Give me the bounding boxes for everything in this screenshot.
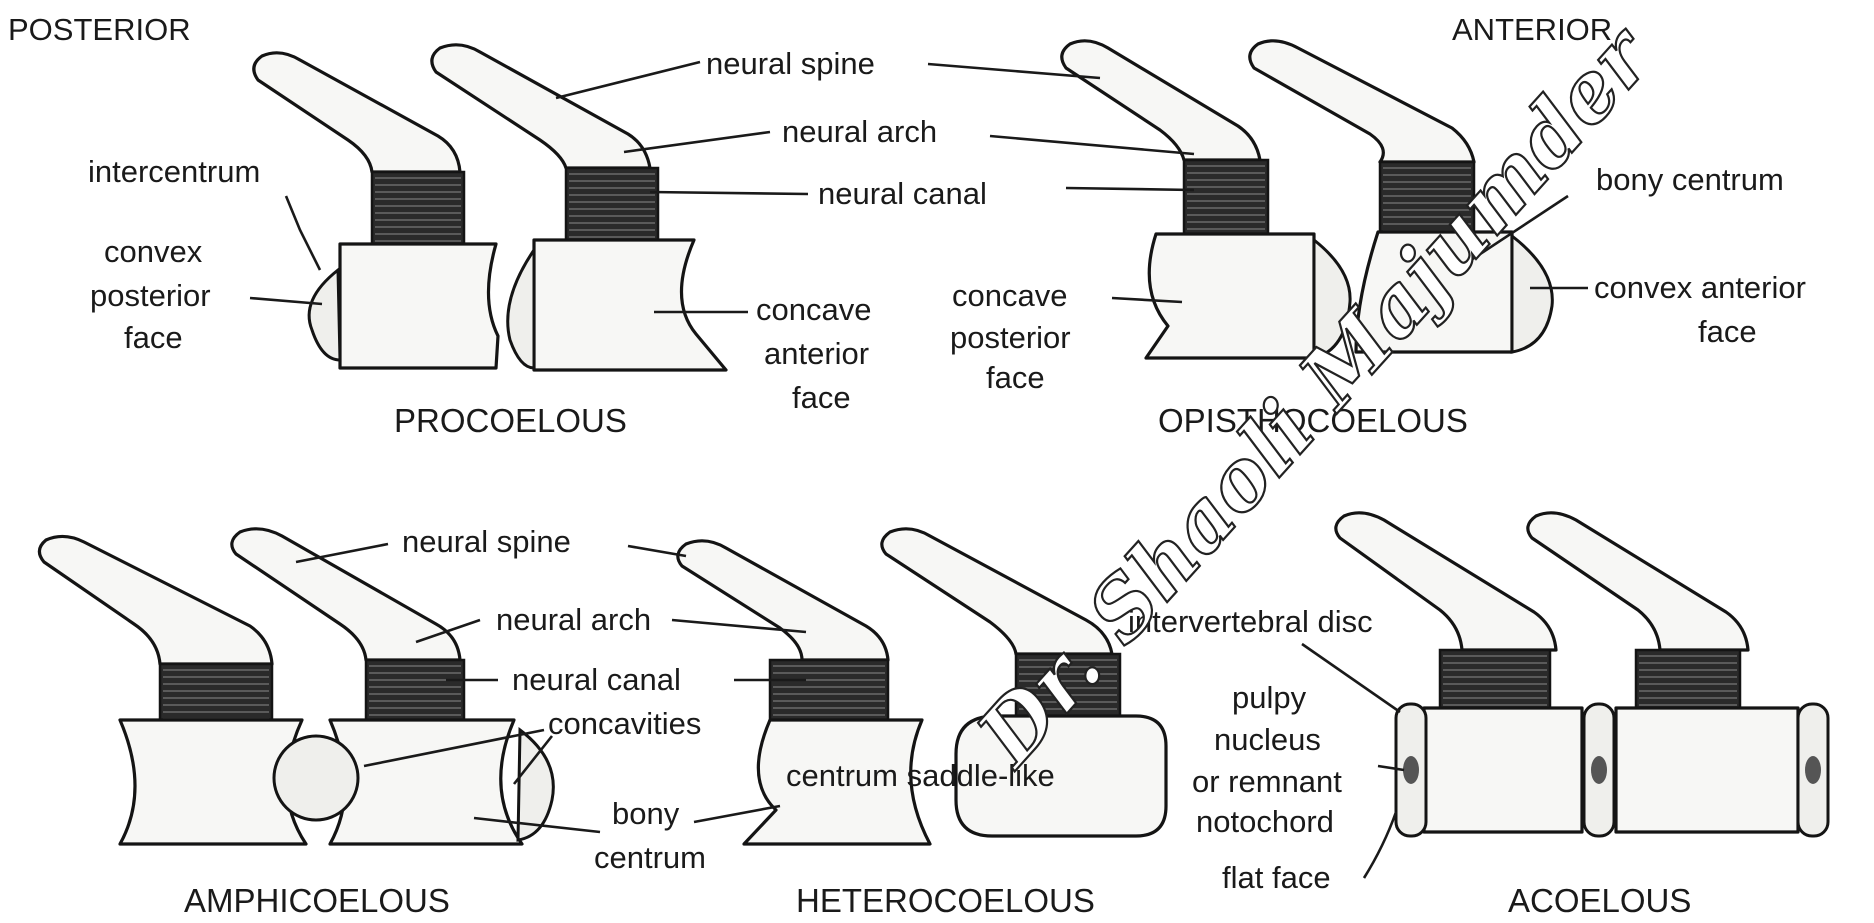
- convex-anterior-face-line2: face: [1698, 314, 1757, 349]
- concave-anterior-face-line1: concave: [756, 292, 871, 327]
- pulpy-nucleus-line2: nucleus: [1214, 722, 1321, 757]
- bony-centrum-label-bottom-line2: centrum: [594, 840, 706, 875]
- heterocoelous-title: HETEROCOELOUS: [796, 882, 1095, 919]
- neural-arch-label-top: neural arch: [782, 114, 937, 149]
- concavities-label: concavities: [548, 706, 701, 741]
- procoelous-title: PROCOELOUS: [394, 402, 627, 439]
- posterior-label: POSTERIOR: [8, 12, 191, 47]
- neural-spine-label-top: neural spine: [706, 46, 875, 81]
- acoelous-vertebra-1: [1336, 513, 1582, 832]
- pulpy-nucleus-line4: notochord: [1196, 804, 1334, 839]
- procoelous-vertebra-1: [254, 53, 498, 368]
- heterocoelous-vertebra-1: [678, 541, 930, 844]
- pulpy-nucleus-line1: pulpy: [1232, 680, 1307, 715]
- convex-posterior-face-line3: face: [124, 320, 183, 355]
- acoelous-title: ACOELOUS: [1508, 882, 1691, 919]
- convex-posterior-face-line2: posterior: [90, 278, 211, 313]
- convex-anterior-face-line1: convex anterior: [1594, 270, 1806, 305]
- neural-canal-label-top: neural canal: [818, 176, 987, 211]
- neural-arch-label-bottom: neural arch: [496, 602, 651, 637]
- watermark-signature: Dr. Shaoli Majumder: [958, 6, 1673, 785]
- flat-face-label: flat face: [1222, 860, 1331, 895]
- neural-spine-label-bottom: neural spine: [402, 524, 571, 559]
- concave-anterior-face-line3: face: [792, 380, 851, 415]
- concave-posterior-face-line1: concave: [952, 278, 1067, 313]
- amphicoelous-title: AMPHICOELOUS: [184, 882, 450, 919]
- convex-posterior-face-line1: convex: [104, 234, 203, 269]
- bony-centrum-label-top: bony centrum: [1596, 162, 1784, 197]
- bony-centrum-label-bottom-line1: bony: [612, 796, 680, 831]
- concave-anterior-face-line2: anterior: [764, 336, 869, 371]
- concave-posterior-face-line3: face: [986, 360, 1045, 395]
- pulpy-nucleus-2: [1591, 756, 1607, 784]
- intercentrum-label: intercentrum: [88, 154, 260, 189]
- pulpy-nucleus-line3: or remnant: [1192, 764, 1342, 799]
- amphicoelous-vertebra-1: [39, 536, 306, 844]
- pulpy-nucleus-1: [1403, 756, 1419, 784]
- neural-canal-label-bottom: neural canal: [512, 662, 681, 697]
- pulpy-nucleus-3: [1805, 756, 1821, 784]
- concave-posterior-face-line2: posterior: [950, 320, 1071, 355]
- amphicoelous-intervertebral-ball: [274, 736, 358, 820]
